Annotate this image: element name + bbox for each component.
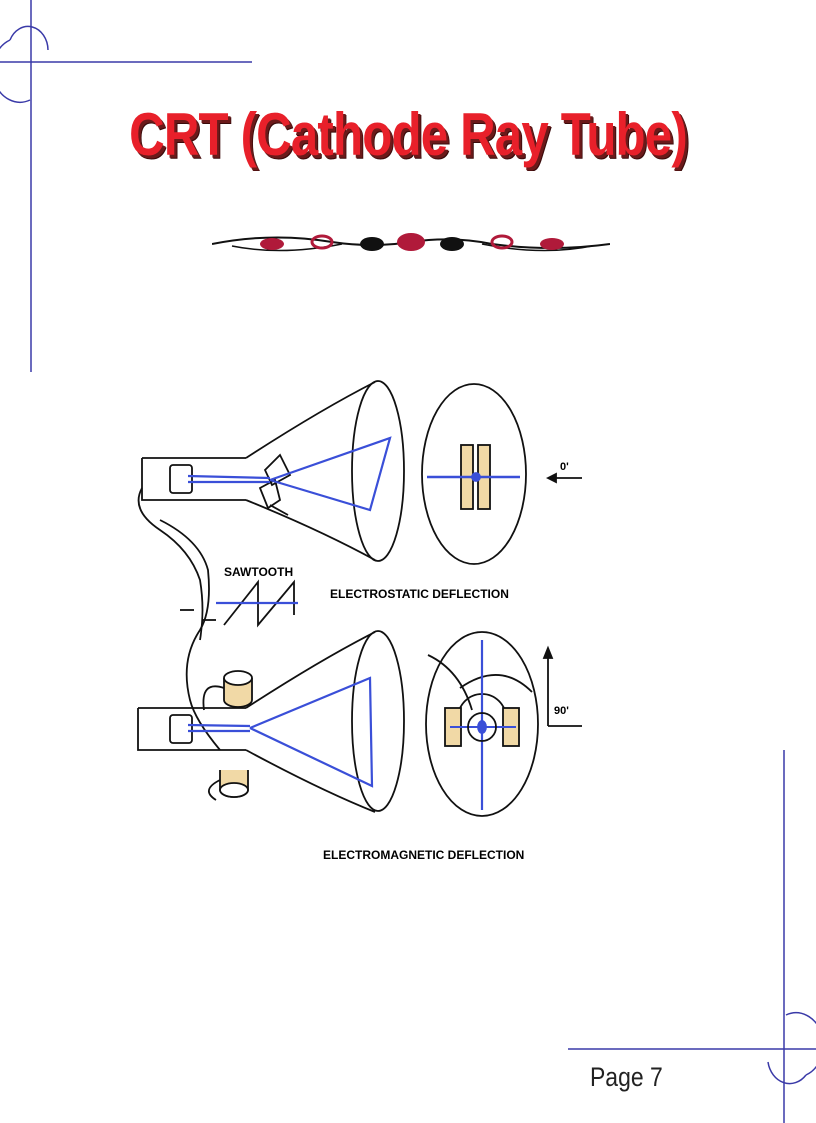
angle-top-label: 0' xyxy=(560,461,569,473)
electrostatic-label: ELECTROSTATIC DEFLECTION xyxy=(330,587,509,601)
electrostatic-tube xyxy=(141,380,405,562)
angle-bottom-label: 90' xyxy=(554,705,569,717)
ornament-divider-icon xyxy=(212,233,610,252)
electromagnetic-screen xyxy=(425,631,582,817)
electromagnetic-beam xyxy=(187,676,374,788)
crt-diagram: SAWTOOTH ELECTROSTATIC DEFLECTION ELECTR… xyxy=(137,380,582,862)
sawtooth-waveform xyxy=(216,579,298,628)
slide-title: CRT (Cathode Ray Tube) xyxy=(129,101,688,168)
electrostatic-screen xyxy=(421,383,582,565)
electrostatic-beam xyxy=(187,436,392,512)
page-number: Page 7 xyxy=(590,1062,663,1092)
sawtooth-label: SAWTOOTH xyxy=(224,565,293,579)
electromagnetic-tube xyxy=(137,630,405,813)
electromagnetic-label: ELECTROMAGNETIC DEFLECTION xyxy=(323,848,524,862)
